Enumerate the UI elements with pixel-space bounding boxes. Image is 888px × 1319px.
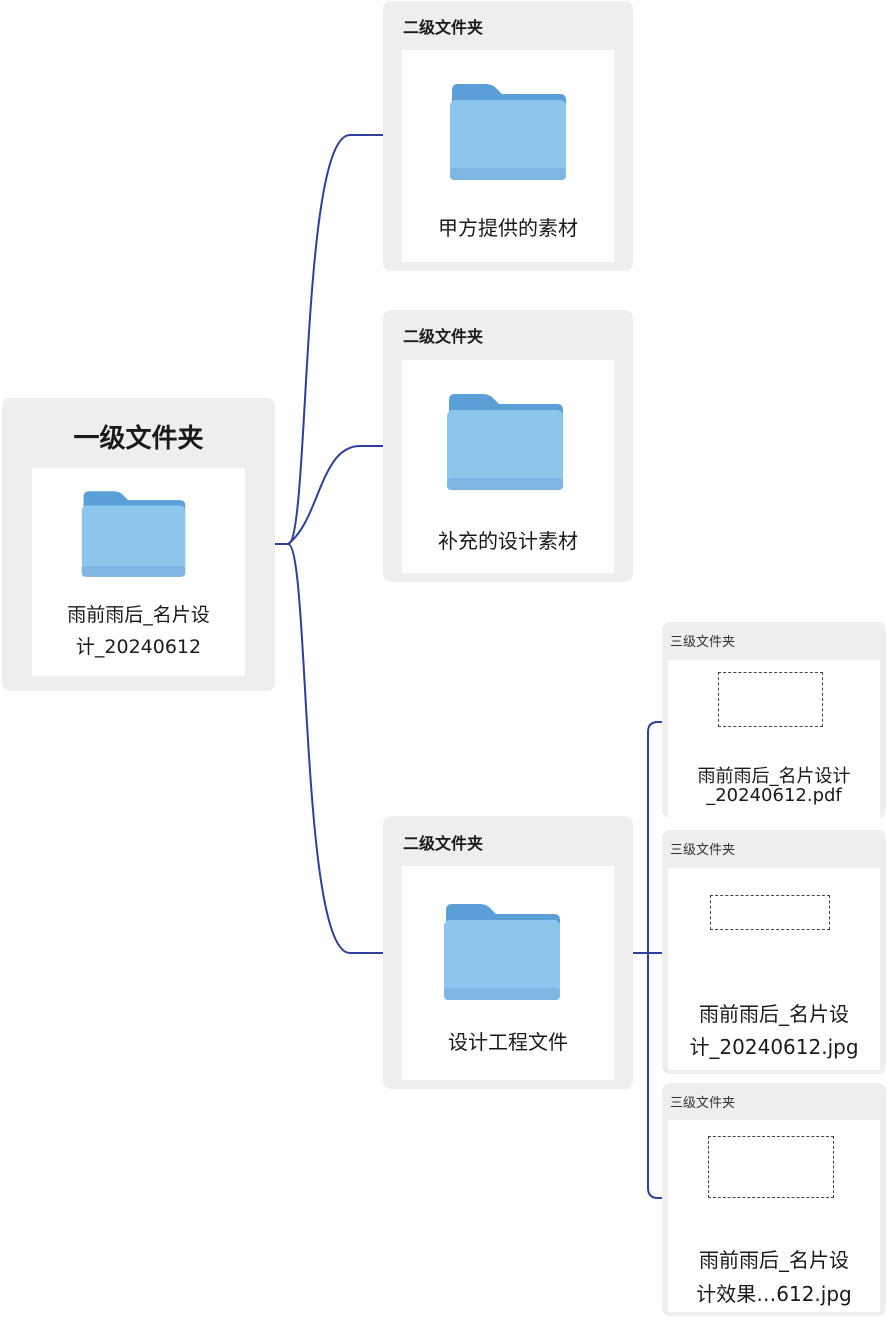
node-label: 设计工程文件 xyxy=(448,1030,568,1054)
node-label-2: _20240612.pdf xyxy=(706,785,842,806)
node-card: 雨前雨后_名片设 计_20240612.jpg xyxy=(668,868,880,1070)
level2-node-3[interactable]: 二级文件夹 设计工程文件 xyxy=(383,816,633,1089)
node-label-2: 计效果…612.jpg xyxy=(696,1282,852,1306)
connector-root-b xyxy=(287,445,383,545)
folder-icon xyxy=(440,902,564,1002)
node-label-1: 雨前雨后_名片设计 xyxy=(697,766,851,787)
node-header: 三级文件夹 xyxy=(670,635,736,650)
node-label-1: 雨前雨后_名片设 xyxy=(699,1002,849,1026)
node-header: 二级文件夹 xyxy=(403,18,484,37)
level2-node-2[interactable]: 二级文件夹 补充的设计素材 xyxy=(383,310,633,582)
node-card: 雨前雨后_名片设 计效果…612.jpg xyxy=(668,1120,880,1312)
folder-icon xyxy=(444,392,566,492)
file-placeholder-icon xyxy=(710,895,830,930)
root-label-2: 计_20240612 xyxy=(75,636,202,658)
file-placeholder-icon xyxy=(718,672,823,727)
root-card: 雨前雨后_名片设 计_20240612 xyxy=(32,468,245,676)
connector-root-a xyxy=(275,134,383,545)
level2-node-1[interactable]: 二级文件夹 甲方提供的素材 xyxy=(383,1,633,271)
connector-c-3 xyxy=(633,721,662,1199)
node-header: 三级文件夹 xyxy=(670,843,736,858)
node-header: 二级文件夹 xyxy=(403,327,484,346)
folder-icon xyxy=(80,488,187,580)
level3-node-2[interactable]: 三级文件夹 雨前雨后_名片设 计_20240612.jpg xyxy=(662,830,886,1074)
node-label: 补充的设计素材 xyxy=(438,529,578,553)
root-title: 一级文件夹 xyxy=(73,424,204,454)
node-label-2: 计_20240612.jpg xyxy=(689,1035,859,1059)
root-folder-node[interactable]: 一级文件夹 雨前雨后_名片设 计_20240612 xyxy=(2,398,275,691)
folder-icon xyxy=(448,82,568,182)
node-card: 补充的设计素材 xyxy=(402,360,614,573)
node-card: 设计工程文件 xyxy=(402,866,614,1080)
level3-node-1[interactable]: 三级文件夹 雨前雨后_名片设计 _20240612.pdf xyxy=(662,622,886,818)
node-label: 甲方提供的素材 xyxy=(438,216,578,240)
file-placeholder-icon xyxy=(708,1136,834,1198)
level3-node-3[interactable]: 三级文件夹 雨前雨后_名片设 计效果…612.jpg xyxy=(662,1083,886,1316)
node-card: 雨前雨后_名片设计 _20240612.pdf xyxy=(668,660,880,818)
node-header: 二级文件夹 xyxy=(403,834,484,853)
node-card: 甲方提供的素材 xyxy=(402,50,614,262)
connector-root-c xyxy=(287,543,383,954)
node-header: 三级文件夹 xyxy=(670,1096,736,1111)
node-label-1: 雨前雨后_名片设 xyxy=(699,1248,849,1272)
root-label-1: 雨前雨后_名片设 xyxy=(67,604,210,626)
